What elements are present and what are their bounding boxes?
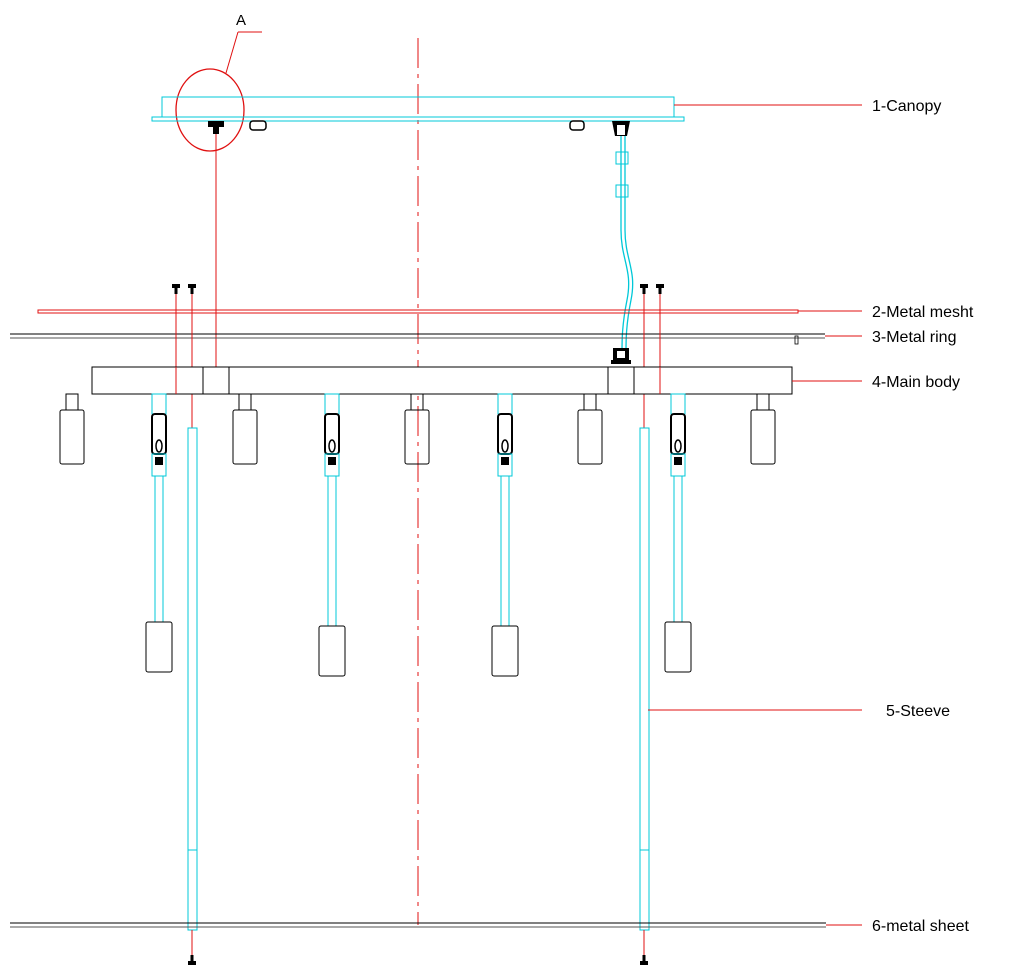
label-metal-sheet: 6-metal sheet <box>872 918 969 935</box>
short-lamp <box>577 393 603 465</box>
pendant-lamp <box>664 393 692 673</box>
mesh-screws <box>172 284 664 294</box>
cord-clip-2 <box>615 184 629 198</box>
sleeve-left <box>187 427 198 931</box>
metal-mesh <box>37 309 799 314</box>
label-canopy: 1-Canopy <box>872 98 941 115</box>
main-body <box>91 366 793 395</box>
short-lamp <box>232 393 258 465</box>
canopy-cap-right <box>569 120 585 131</box>
detail-marker-letter: A <box>236 12 246 29</box>
label-metal-ring: 3-Metal ring <box>872 329 956 346</box>
detail-circle <box>175 68 245 152</box>
short-lamp <box>404 393 430 465</box>
canopy-hook-left <box>208 121 224 134</box>
cord-strain-relief <box>611 348 631 364</box>
pendant-lamp <box>318 393 346 677</box>
label-sleeve: 5-Steeve <box>886 703 950 720</box>
canopy-cable-gland <box>612 121 630 136</box>
label-metal-mesh: 2-Metal mesht <box>872 304 974 321</box>
leader-lines <box>648 104 862 926</box>
canopy-cap-left <box>249 120 267 131</box>
short-lamp-heads <box>59 393 776 465</box>
detail-marker-a: A <box>175 12 262 152</box>
power-cord <box>611 136 634 364</box>
callout-labels: 1-Canopy 2-Metal mesht 3-Metal ring 4-Ma… <box>872 98 974 935</box>
support-rods <box>175 294 661 428</box>
pendant-lamp <box>145 393 173 673</box>
short-lamp <box>59 393 85 465</box>
cord-clip-1 <box>615 151 629 165</box>
main-body-block-left <box>202 366 230 395</box>
detail-leader <box>225 31 239 74</box>
metal-sheet <box>10 922 826 928</box>
main-body-block-right <box>607 366 635 395</box>
short-lamp <box>750 393 776 465</box>
canopy-base-plate <box>151 116 685 122</box>
metal-ring <box>10 333 825 345</box>
canopy <box>151 96 685 136</box>
sleeve-right <box>639 427 650 931</box>
bottom-fixings <box>188 930 648 965</box>
pendant-lamps <box>145 393 692 677</box>
pendant-lamp <box>491 393 519 677</box>
label-main-body: 4-Main body <box>872 374 960 391</box>
